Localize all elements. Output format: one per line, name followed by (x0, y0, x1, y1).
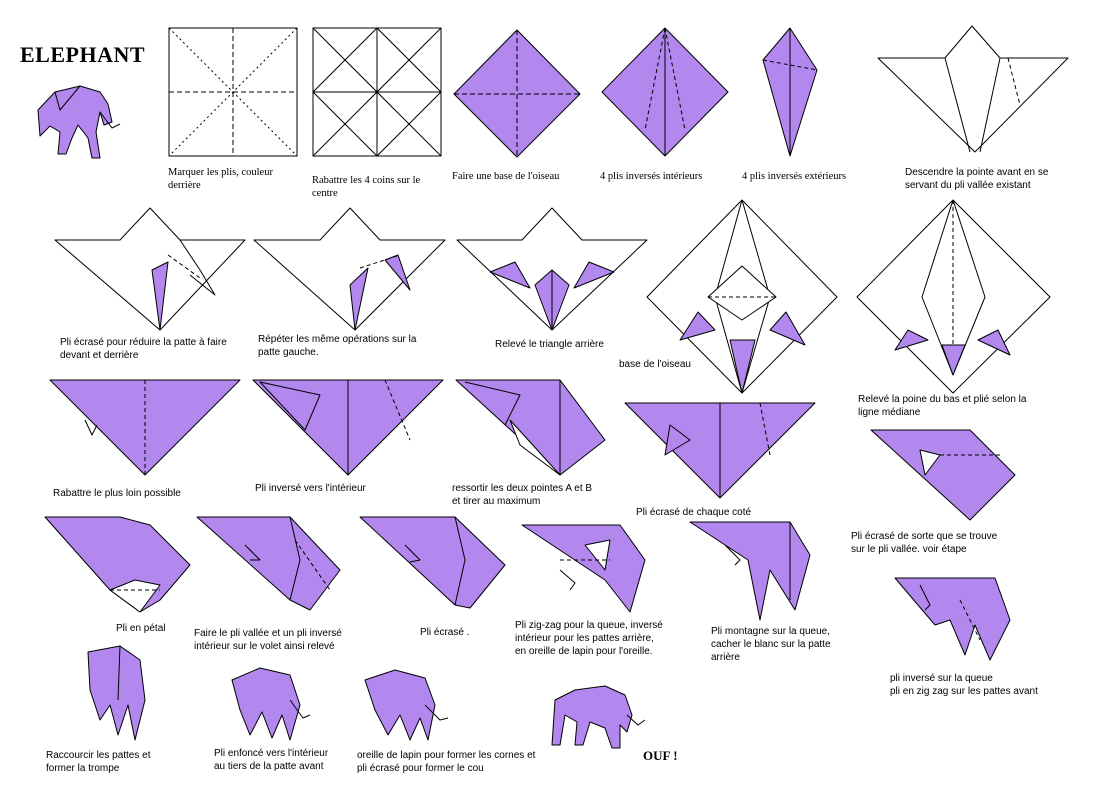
step-5-diagram (762, 27, 818, 157)
step-23-caption: Raccourcir les pattes et former la tromp… (46, 750, 151, 774)
step-15-caption: Pli écrasé de chaque coté (636, 507, 752, 518)
step-12-diagram (49, 379, 241, 476)
elephant-finished-icon (37, 85, 121, 159)
step-8-diagram (253, 207, 446, 331)
step-11-diagram (856, 199, 1051, 394)
step-16-caption: Pli écrasé de sorte que se trouve sur le… (851, 531, 998, 555)
step-1-diagram (168, 27, 298, 157)
step-24-diagram (231, 667, 311, 741)
step-4-caption: 4 plis inversés intérieurs (600, 171, 703, 182)
step-20-diagram (521, 524, 646, 613)
step-6-diagram (877, 25, 1069, 153)
step-25-caption: oreille de lapin pour former les cornes … (357, 750, 536, 774)
step-4-diagram (601, 27, 729, 157)
step-14-diagram (455, 379, 606, 476)
step-19-caption: Pli écrasé . (420, 627, 470, 638)
step-18-caption: Faire le pli vallée et un pli inversé in… (194, 628, 342, 652)
step-19-diagram (359, 516, 506, 609)
step-8-caption: Répéter les même opérations sur la patte… (258, 334, 417, 358)
step-23-diagram (87, 645, 146, 741)
step-7-diagram (54, 207, 246, 331)
step-22-diagram (894, 577, 1011, 661)
step-21-diagram (689, 521, 811, 621)
step-10-caption: base de l'oiseau (619, 359, 691, 370)
step-11-caption: Relevé la poine du bas et plié selon la … (858, 394, 1027, 418)
step-14-caption: ressortir les deux pointes A et B et tir… (452, 483, 593, 507)
step-1-caption: Marquer les plis, couleur derrière (168, 167, 273, 191)
step-25-diagram (364, 669, 449, 741)
step-24-caption: Pli enfoncé vers l'intérieur au tiers de… (214, 748, 329, 772)
step-7-caption: Pli écrasé pour réduire la patte à faire… (60, 337, 227, 361)
final-elephant-diagram (551, 685, 646, 749)
step-20-caption: Pli zig-zag pour la queue, inversé intér… (515, 620, 663, 657)
step-13-caption: Pli inversé vers l'intérieur (255, 483, 366, 494)
step-13-diagram (252, 379, 444, 476)
step-9-diagram (456, 207, 648, 331)
step-15-diagram (624, 402, 816, 499)
step-18-diagram (196, 516, 341, 611)
step-17-diagram (44, 516, 191, 613)
step-2-diagram (312, 27, 442, 157)
step-22-caption: pli inversé sur la queue pli en zig zag … (890, 673, 1038, 697)
step-16-diagram (870, 429, 1016, 521)
page-title: ELEPHANT (20, 42, 146, 67)
step-21-caption: Pli montagne sur la queue, cacher le bla… (711, 626, 831, 663)
step-3-diagram (453, 29, 581, 158)
step-2-caption: Rabattre les 4 coins sur le centre (312, 175, 421, 199)
step-6-caption: Descendre la pointe avant en se servant … (905, 167, 1049, 191)
step-12-caption: Rabattre le plus loin possible (53, 488, 181, 499)
step-17-caption: Pli en pétal (116, 623, 166, 634)
final-exclamation: OUF ! (643, 748, 678, 763)
step-9-caption: Relevé le triangle arrière (495, 339, 604, 350)
step-5-caption: 4 plis inversés extérieurs (742, 171, 847, 182)
step-10-diagram (646, 199, 838, 394)
step-3-caption: Faire une base de l'oiseau (452, 171, 560, 182)
